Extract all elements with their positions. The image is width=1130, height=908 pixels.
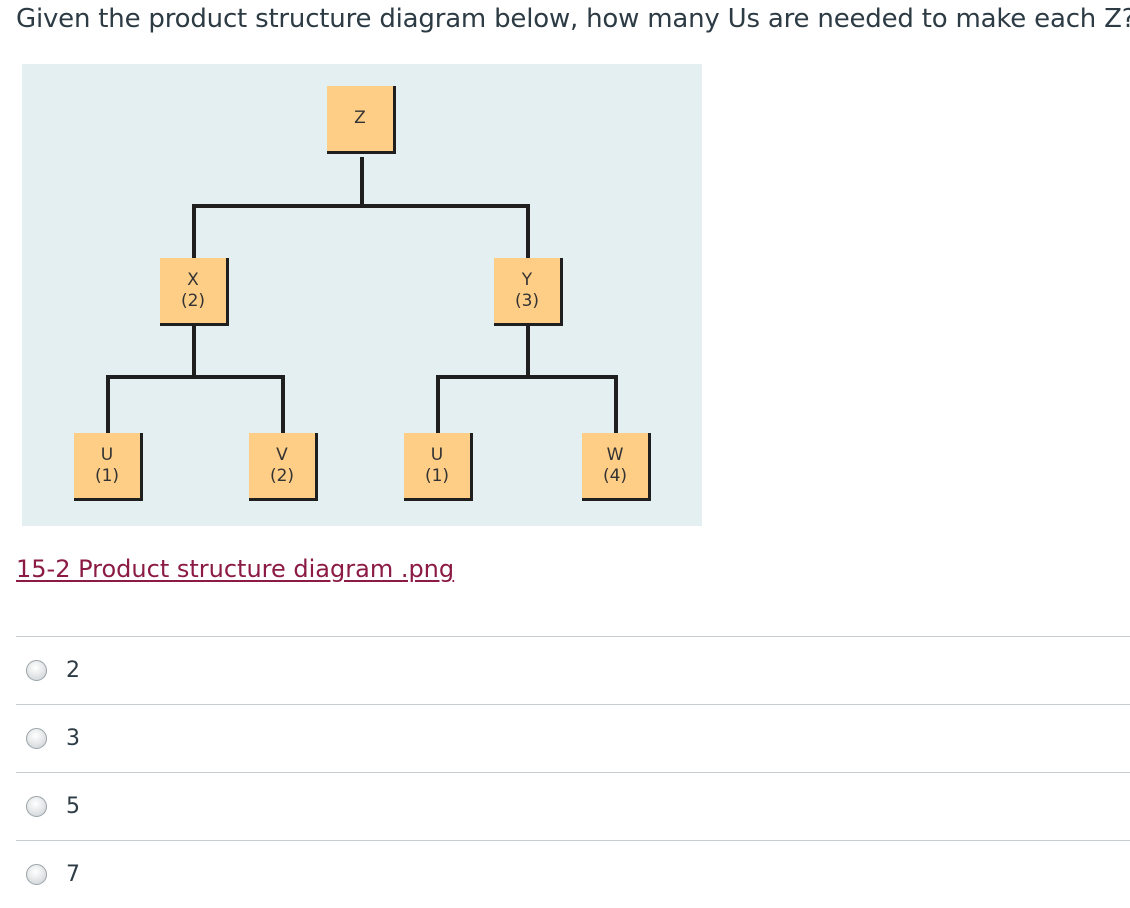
question-text: Given the product structure diagram belo… (16, 4, 1130, 34)
node-z: Z (327, 86, 396, 154)
answer-options: 2 3 5 7 (16, 636, 1130, 908)
node-u-under-y: U (1) (404, 433, 473, 501)
answer-label: 5 (66, 794, 80, 819)
node-u-under-x-qty: (1) (94, 465, 120, 486)
node-v: V (2) (249, 433, 318, 501)
radio-button[interactable] (26, 796, 47, 817)
node-y-label: Y (521, 269, 533, 290)
answer-option[interactable]: 7 (16, 840, 1130, 908)
node-u-under-y-label: U (430, 444, 444, 465)
answer-option[interactable]: 3 (16, 704, 1130, 772)
node-u-under-y-qty: (1) (424, 465, 450, 486)
node-u-under-x: U (1) (74, 433, 143, 501)
product-structure-diagram: Z X (2) Y (3) U (1) V (2) U (1) W (4) (22, 64, 702, 526)
radio-button[interactable] (26, 660, 47, 681)
node-w-qty: (4) (602, 465, 628, 486)
node-w: W (4) (582, 433, 651, 501)
attachment-link[interactable]: 15-2 Product structure diagram .png (16, 555, 455, 583)
node-w-label: W (606, 444, 624, 465)
answer-option[interactable]: 2 (16, 636, 1130, 704)
node-x-label: X (187, 269, 199, 290)
answer-label: 2 (66, 658, 80, 683)
answer-label: 7 (66, 862, 80, 887)
node-u-under-x-label: U (100, 444, 114, 465)
radio-button[interactable] (26, 864, 47, 885)
node-x-qty: (2) (180, 290, 206, 311)
node-y-qty: (3) (514, 290, 540, 311)
diagram-connector-lines (106, 157, 618, 436)
node-y: Y (3) (494, 258, 563, 326)
node-x: X (2) (160, 258, 229, 326)
node-v-label: V (276, 444, 288, 465)
answer-option[interactable]: 5 (16, 772, 1130, 840)
answer-label: 3 (66, 726, 80, 751)
node-v-qty: (2) (269, 465, 295, 486)
node-z-label: Z (354, 108, 366, 128)
radio-button[interactable] (26, 728, 47, 749)
